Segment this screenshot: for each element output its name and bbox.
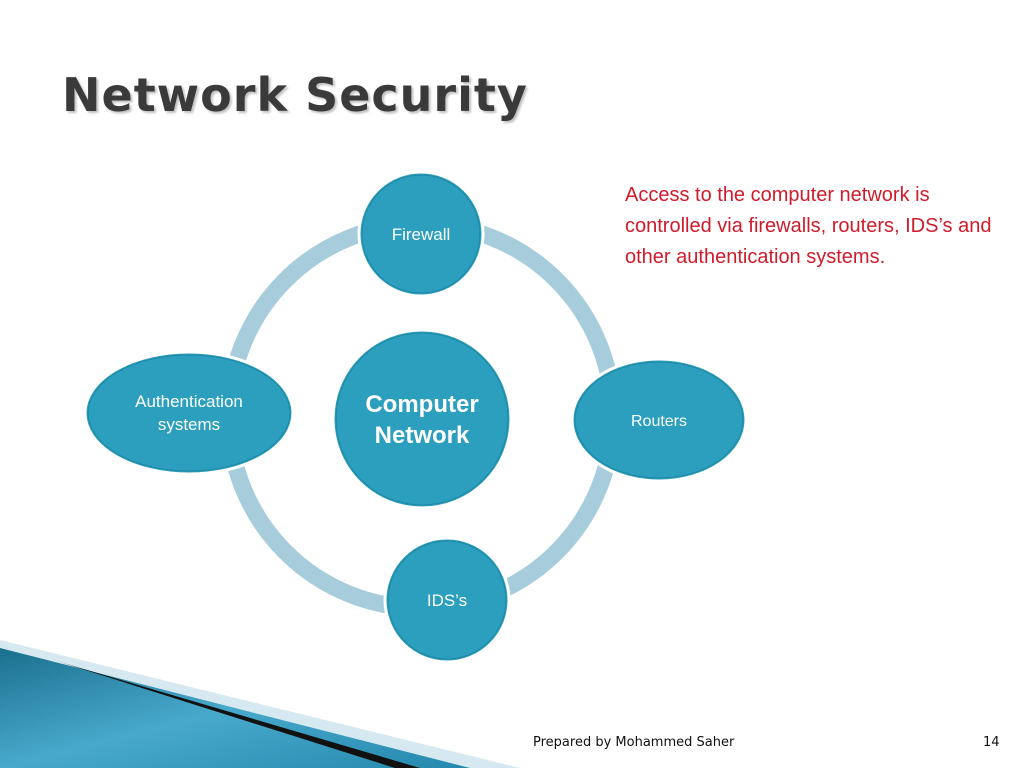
swoosh-blue-band: [0, 648, 470, 768]
footer-author: Prepared by Mohammed Saher: [533, 735, 735, 750]
footer-page-number: 14: [983, 735, 1000, 750]
center-node-label-line2: Network: [375, 422, 470, 449]
authentication-node-label-line2: systems: [158, 415, 220, 434]
authentication-node-label-line1: Authentication: [135, 392, 243, 411]
routers-node: Routers: [570, 357, 748, 483]
center-node-label-line1: Computer: [365, 391, 478, 418]
ids-node-label: IDS’s: [427, 591, 467, 610]
center-node: Computer Network: [331, 328, 513, 510]
callout-text: Access to the computer network is contro…: [625, 184, 992, 268]
ids-node: IDS’s: [383, 536, 511, 664]
routers-node-label: Routers: [631, 413, 687, 430]
firewall-node: Firewall: [357, 170, 485, 298]
authentication-node: Authentication systems: [83, 350, 295, 476]
firewall-node-label: Firewall: [392, 225, 451, 244]
swoosh-dark-line: [60, 662, 420, 768]
slide-title: Network Security: [62, 68, 528, 122]
